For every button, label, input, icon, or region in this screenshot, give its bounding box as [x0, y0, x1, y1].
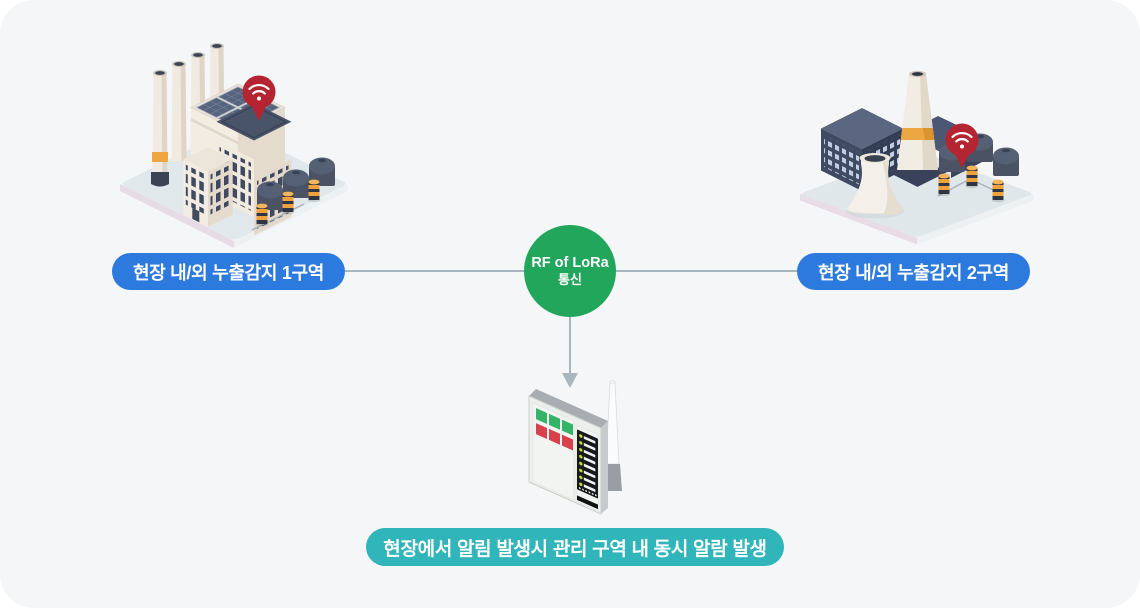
wifi-pin-icon [242, 75, 276, 121]
arrow-down-icon [562, 373, 578, 388]
power-plant-illustration [800, 70, 1034, 245]
zone1-badge-label: 현장 내/외 누출감지 1구역 [132, 262, 325, 283]
alarm-receiver-antenna-illustration [528, 380, 622, 515]
led-display [577, 429, 598, 499]
chimney-stack-icon [151, 43, 225, 187]
storage-tanks-icon [251, 157, 335, 231]
factory-building-illustration [120, 43, 348, 248]
alarm-badge: 현장에서 알림 발생시 관리 구역 내 동시 알람 발생 [366, 528, 784, 566]
zone1-badge: 현장 내/외 누출감지 1구역 [112, 253, 345, 290]
zone2-badge: 현장 내/외 누출감지 2구역 [797, 253, 1030, 290]
cooling-tower-icon [846, 153, 904, 219]
lora-hub-node: RF of LoRa 통신 [524, 225, 616, 317]
alarm-badge-label: 현장에서 알림 발생시 관리 구역 내 동시 알람 발생 [383, 538, 767, 560]
zone2-badge-label: 현장 내/외 누출감지 2구역 [817, 262, 1010, 283]
chimney-stack-icon [897, 70, 938, 170]
antenna-icon [603, 380, 622, 491]
status-lamp-grid [536, 408, 573, 451]
wifi-pin-icon [945, 123, 979, 168]
lora-hub-subtitle: 통신 [558, 271, 582, 287]
lora-hub-title: RF of LoRa [531, 254, 609, 271]
storage-tanks-icon [937, 133, 1019, 203]
